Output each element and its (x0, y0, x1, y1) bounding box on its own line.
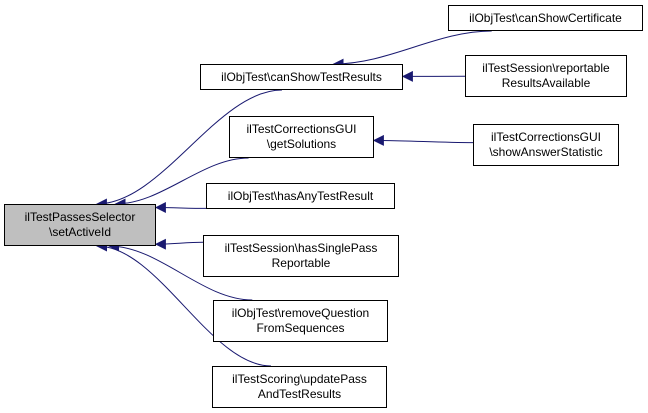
node-hasSinglePassReportable-line-1: ilTestSession\hasSinglePass (224, 241, 378, 255)
node-root-setActiveId: ilTestPassesSelector \setActiveId (4, 204, 156, 246)
node-removeQuestionFromSequences[interactable]: ilObjTest\removeQuestion FromSequences (213, 300, 388, 342)
node-root-line-2: \setActiveId (48, 225, 112, 239)
node-getSolutions[interactable]: ilTestCorrectionsGUI \getSolutions (229, 116, 374, 158)
node-getSolutions-line-2: \getSolutions (266, 137, 337, 151)
edge-hasSinglePassReportable-to-root (154, 238, 204, 250)
node-reportableResultsAvailable-line-1: ilTestSession\reportable (482, 61, 610, 75)
edge-removeQuestionFromSequences-to-root (108, 240, 253, 301)
edge-canShowCertificate-to-canShowTestResults (332, 30, 492, 70)
node-updatePassAndTestResults-line-2: AndTestResults (257, 387, 342, 401)
edge-updatePassAndTestResults-to-root (96, 240, 272, 367)
edge-hasAnyTestResult-to-root (154, 202, 207, 214)
node-canShowCertificate-line-1: ilObjTest\canShowCertificate (469, 10, 622, 25)
node-canShowCertificate[interactable]: ilObjTest\canShowCertificate (448, 5, 643, 31)
node-reportableResultsAvailable[interactable]: ilTestSession\reportable ResultsAvailabl… (465, 55, 627, 97)
node-showAnswerStatistic-line-1: ilTestCorrectionsGUI (490, 130, 602, 144)
node-canShowTestResults-line-1: ilObjTest\canShowTestResults (221, 69, 382, 84)
edge-showAnswerStatistic-to-getSolutions (372, 134, 474, 146)
node-removeQuestionFromSequences-line-2: FromSequences (256, 321, 345, 335)
node-root-line-1: ilTestPassesSelector (24, 210, 136, 224)
node-hasSinglePassReportable[interactable]: ilTestSession\hasSinglePass Reportable (203, 235, 399, 277)
edge-getSolutions-to-root (114, 157, 249, 210)
node-canShowTestResults[interactable]: ilObjTest\canShowTestResults (200, 64, 403, 90)
node-reportableResultsAvailable-line-2: ResultsAvailable (501, 76, 591, 90)
node-showAnswerStatistic[interactable]: ilTestCorrectionsGUI \showAnswerStatisti… (473, 124, 619, 166)
node-showAnswerStatistic-line-2: \showAnswerStatistic (489, 145, 603, 159)
node-updatePassAndTestResults[interactable]: ilTestScoring\updatePass AndTestResults (212, 366, 387, 408)
node-hasAnyTestResult-line-1: ilObjTest\hasAnyTestResult (227, 188, 374, 203)
node-updatePassAndTestResults-line-1: ilTestScoring\updatePass (232, 372, 367, 386)
node-hasSinglePassReportable-line-2: Reportable (271, 256, 331, 270)
node-hasAnyTestResult[interactable]: ilObjTest\hasAnyTestResult (206, 183, 395, 209)
node-getSolutions-line-1: ilTestCorrectionsGUI (246, 122, 357, 136)
node-removeQuestionFromSequences-line-1: ilObjTest\removeQuestion (231, 306, 370, 320)
